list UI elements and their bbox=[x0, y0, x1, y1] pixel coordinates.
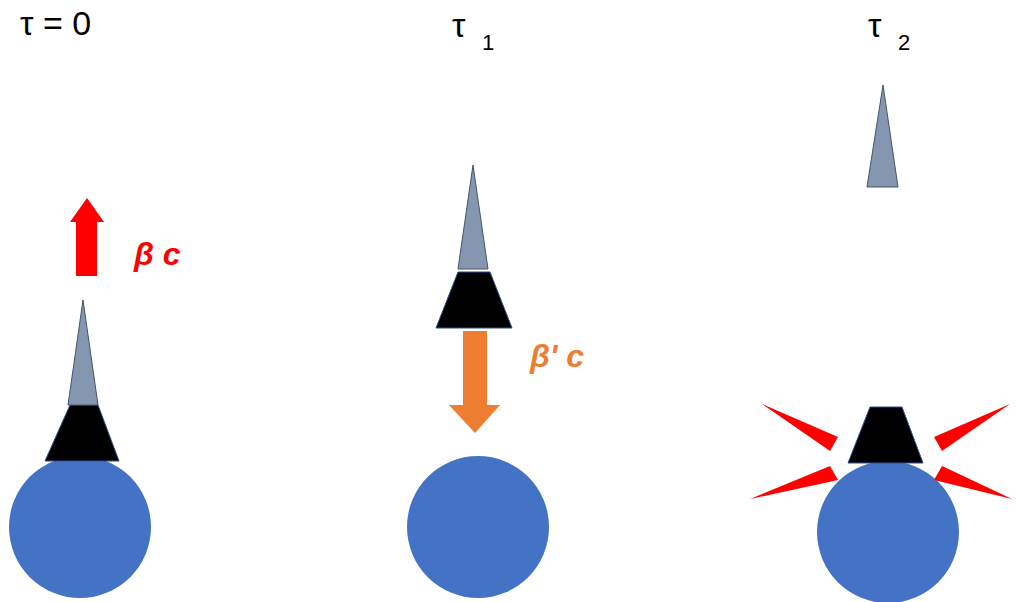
time-label: τ bbox=[452, 8, 465, 42]
rocket-body bbox=[848, 407, 923, 463]
time-label: τ bbox=[868, 8, 881, 42]
exhaust-flame bbox=[762, 404, 838, 451]
velocity-arrow bbox=[449, 331, 500, 433]
exhaust-flame bbox=[934, 404, 1010, 451]
velocity-label: β' c bbox=[530, 340, 584, 372]
rocket-nose bbox=[68, 300, 98, 405]
time-subscript: 1 bbox=[482, 32, 494, 54]
exhaust-flame bbox=[934, 466, 1012, 499]
planet bbox=[817, 461, 959, 602]
rocket-body bbox=[436, 272, 512, 328]
rocket-nose bbox=[867, 85, 898, 187]
velocity-arrow bbox=[70, 198, 104, 276]
rocket-nose bbox=[458, 165, 488, 269]
time-subscript: 2 bbox=[898, 32, 910, 54]
rocket-body bbox=[45, 405, 119, 461]
planet bbox=[9, 456, 151, 598]
velocity-label: β c bbox=[134, 238, 181, 270]
planet bbox=[407, 456, 549, 598]
exhaust-flame bbox=[750, 466, 838, 499]
time-label: τ = 0 bbox=[20, 6, 91, 40]
